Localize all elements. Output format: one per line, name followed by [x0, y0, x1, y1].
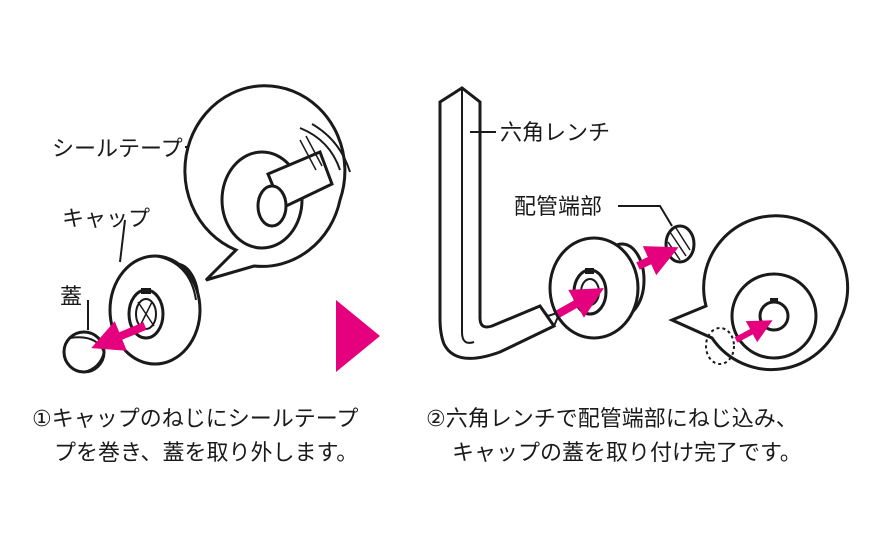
hex-wrench-illustration: [438, 86, 562, 360]
attach-lid-arrow-icon: [734, 320, 773, 343]
wrench-label: 六角レンチ: [500, 121, 610, 146]
lid-illustration: [62, 330, 106, 374]
step2-caption-line2: キャップの蓋を取り付け完了です。: [452, 441, 802, 466]
tape-label: シールテープ: [52, 137, 183, 162]
lid-label: 蓋: [60, 285, 82, 310]
step2-illustration: 六角レンチ 配管端部: [438, 86, 850, 372]
cap-zoom-detail: [705, 272, 818, 365]
step1-illustration: シールテープ キャップ 蓋: [52, 84, 351, 374]
remove-lid-arrow-icon: [91, 321, 147, 351]
insert-wrench-arrow-icon: [556, 288, 604, 318]
step2-caption-line1: ②六角レンチで配管端部にねじ込み、: [426, 407, 798, 432]
pipe-end-label: 配管端部: [514, 195, 602, 220]
step1-caption-line1: ①キャップのねじにシールテープ: [32, 407, 359, 432]
cap-illustration: [108, 254, 202, 366]
insert-pipe-arrow-icon: [636, 246, 679, 276]
cap-label: キャップ: [62, 207, 150, 232]
pipe-end-illustration: [664, 224, 696, 264]
step1-caption-line2: プを巻き、蓋を取り外します。: [54, 441, 359, 466]
cap-zoom-bubble: [668, 214, 850, 372]
step2-leader-lines: [470, 131, 673, 227]
tape-zoom-detail: [220, 123, 351, 250]
triangle-right-icon: [336, 300, 380, 372]
cap-on-pipe-illustration: [548, 236, 646, 340]
